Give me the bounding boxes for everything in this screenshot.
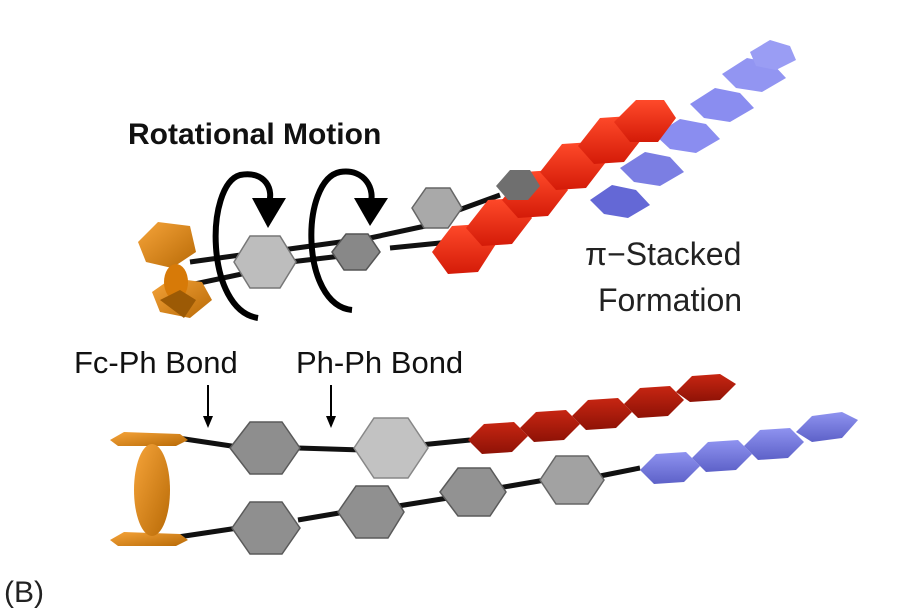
- ph-ph-bond-label: Ph-Ph Bond: [296, 345, 464, 380]
- ferrocene-top: [138, 222, 212, 318]
- pointer-arrows: [207, 385, 332, 418]
- pi-stacked-label: π−Stacked: [585, 236, 742, 272]
- rotational-motion-label: Rotational Motion: [128, 118, 382, 151]
- rotation-arrow-2: [308, 168, 375, 313]
- fc-ph-bond-label: Fc-Ph Bond: [74, 345, 238, 380]
- bottom-bonds: [177, 435, 641, 540]
- blue-stack-bottom: [640, 412, 858, 484]
- ferrocene-bottom: [110, 432, 188, 546]
- formation-label: Formation: [598, 282, 743, 318]
- arrowhead-icon: [354, 198, 388, 226]
- red-stack-bottom: [468, 374, 736, 454]
- arrowhead-icon: [203, 416, 213, 428]
- blue-stack-top: [590, 40, 796, 218]
- red-stack-top: [432, 100, 676, 274]
- phenyl-rings-top: [233, 170, 540, 289]
- arrowhead-icon: [326, 416, 336, 428]
- arrowhead-icon: [252, 198, 286, 228]
- rotation-arrow-1: [212, 171, 274, 321]
- phenyl-rings-bottom: [229, 417, 605, 555]
- panel-label: (B): [4, 576, 44, 609]
